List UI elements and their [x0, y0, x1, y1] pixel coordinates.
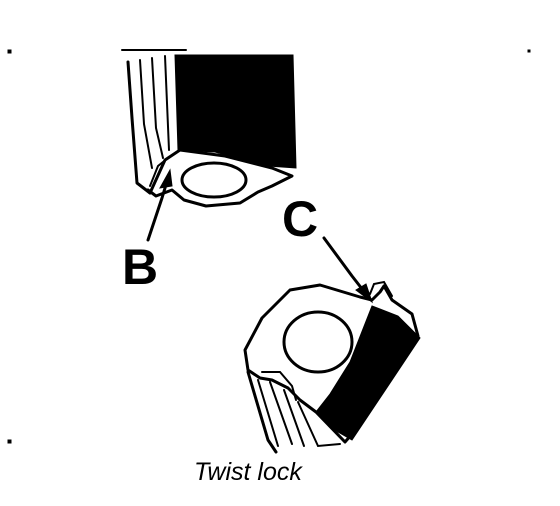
lower-twist-lock	[243, 280, 421, 454]
lower-latch-hook	[369, 280, 393, 297]
upper-shaft-inner-line-2	[151, 57, 164, 159]
edge-speck-top-left	[7, 49, 12, 54]
lower-cone-outline	[243, 283, 420, 444]
lower-shaft-line-2	[257, 379, 279, 447]
lower-cone-edge-detail	[261, 371, 297, 401]
edge-speck-bottom-left	[7, 439, 12, 444]
leader-line-c	[322, 236, 368, 296]
upper-oval-hole	[180, 161, 248, 199]
leader-arrow-b	[159, 168, 173, 189]
diagram-caption: Twist lock	[194, 458, 303, 486]
lower-black-block	[315, 305, 421, 441]
lower-shaft-line-1	[246, 370, 278, 454]
upper-cone-edge-detail	[149, 157, 169, 187]
upper-cone-base	[146, 148, 294, 208]
upper-shaft-inner-line-3	[164, 55, 170, 151]
lower-shaft-line-4	[283, 389, 305, 447]
leader-arrow-c	[355, 283, 373, 304]
upper-twist-lock	[121, 49, 297, 208]
label-b: B	[122, 239, 158, 295]
upper-shaft-inner-line-1	[139, 59, 153, 169]
lower-shaft-line-5	[297, 401, 341, 448]
upper-shaft-outline	[126, 60, 152, 195]
label-c: C	[282, 191, 318, 247]
edge-speck-top-right	[527, 49, 531, 53]
lower-circular-hole	[282, 310, 354, 374]
lower-shaft-line-3	[269, 381, 293, 445]
